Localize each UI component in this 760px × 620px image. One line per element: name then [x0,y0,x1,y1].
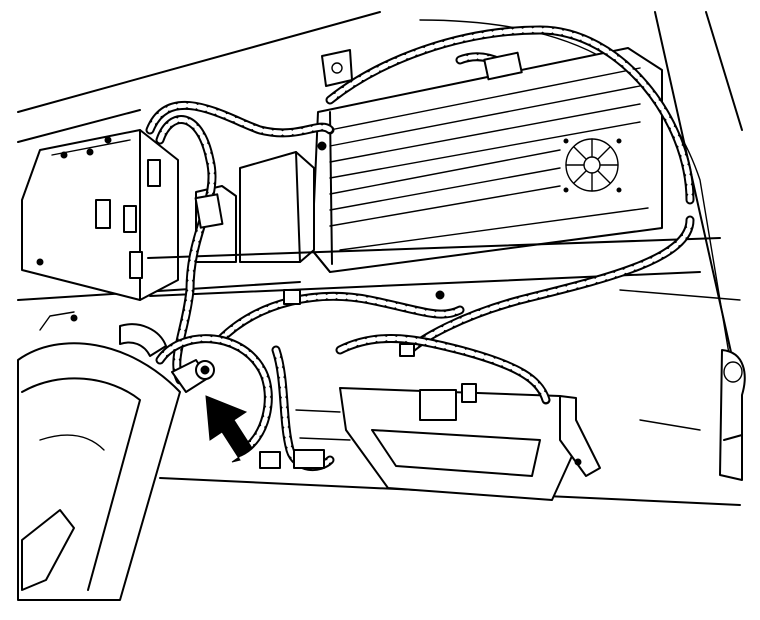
wiring-harness [145,25,695,471]
ground-bolt [171,359,215,393]
foreground-seat-trim [17,311,181,601]
ground-fastener-arrow [205,395,253,463]
right-side-trim [719,349,746,481]
lower-bracket [295,383,601,501]
ground-strap-loop [155,334,273,457]
control-module [311,47,663,300]
fan-grille [563,138,622,193]
left-module-bracket [21,129,179,301]
